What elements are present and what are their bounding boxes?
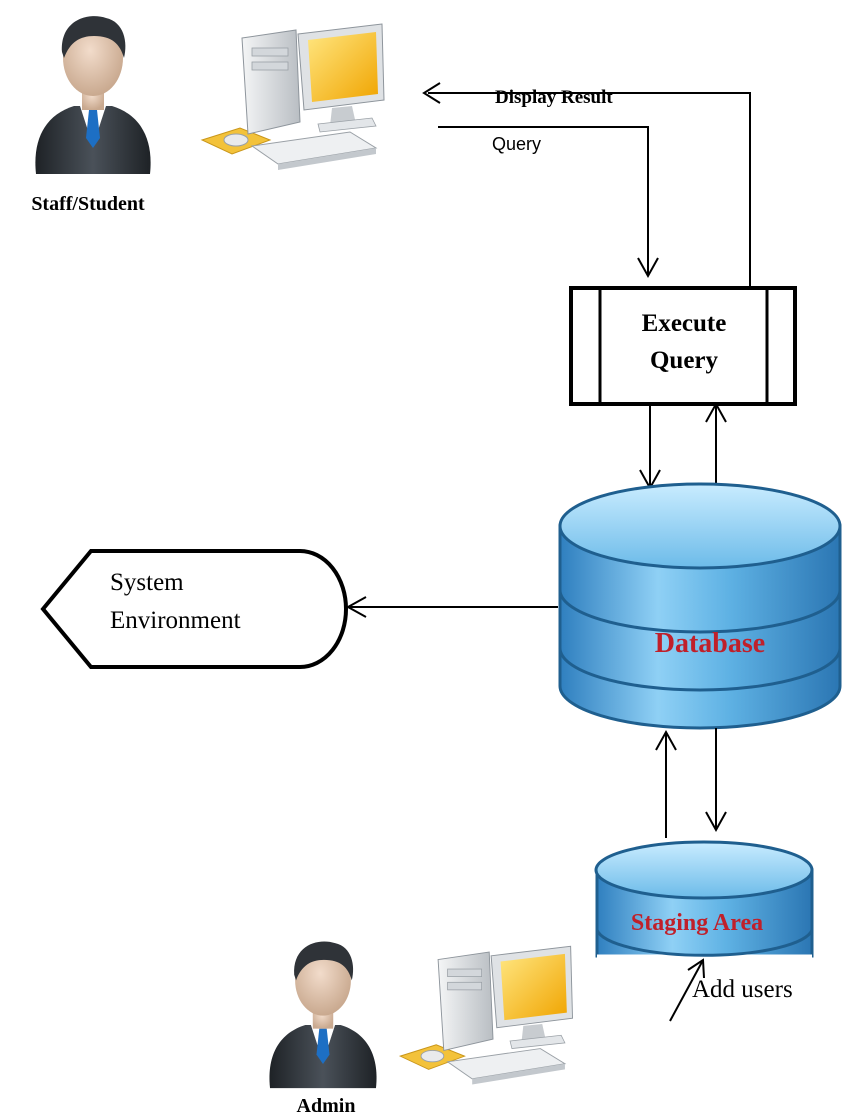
staging-area-label: Staging Area [631, 910, 763, 936]
display-result-line [428, 92, 751, 318]
query-label: Query [492, 134, 541, 154]
database-label: Database [655, 628, 765, 659]
database-to-environment-arrow [345, 596, 558, 618]
display-result-arrowhead [422, 82, 441, 104]
display-result-flow [422, 82, 751, 318]
query-line [438, 126, 649, 274]
staging-area-store: Staging Area [594, 840, 814, 958]
system-environment-terminal: System Environment [40, 549, 348, 669]
database-store: Database [558, 482, 842, 730]
admin-actor: Admin [269, 941, 377, 1117]
query-arrowhead [637, 257, 659, 279]
add-users-flow [669, 958, 705, 1022]
execute-query-line1: Execute [642, 310, 727, 337]
system-environment-line2: Environment [110, 607, 241, 634]
execute-query-line2: Query [650, 347, 719, 374]
staff-student-actor: Staff/Student [31, 16, 151, 215]
businessman-icon [269, 941, 377, 1089]
database-to-process-arrow [705, 401, 727, 494]
staging-to-database-arrow [655, 729, 677, 838]
database-to-staging-arrow [705, 728, 727, 833]
system-environment-line1: System [110, 569, 184, 596]
add-users-label: Add users [692, 976, 793, 1003]
staff-student-label: Staff/Student [31, 193, 145, 215]
desktop-computer-icon [399, 945, 573, 1086]
businessman-icon [35, 16, 151, 174]
process-to-database-arrow [639, 404, 661, 491]
admin-label: Admin [297, 1095, 356, 1117]
execute-query-process: Execute Query [569, 286, 797, 406]
query-flow [438, 126, 659, 279]
display-result-label: Display Result [495, 87, 613, 108]
desktop-computer-icon [201, 23, 385, 171]
